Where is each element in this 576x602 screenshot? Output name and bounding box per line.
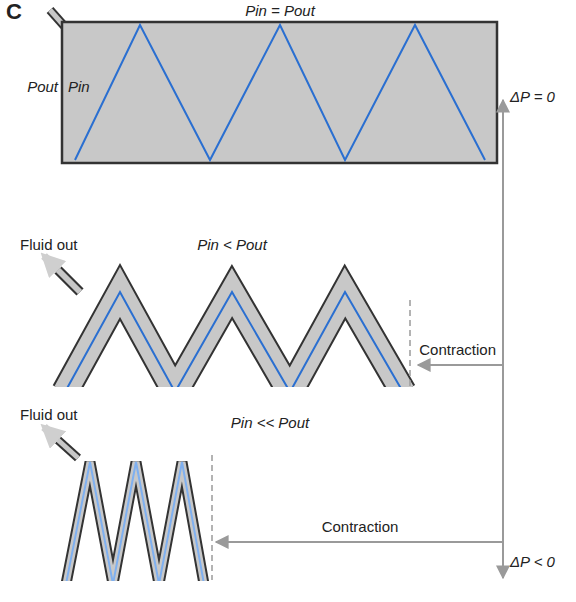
panel-letter: C: [6, 0, 22, 24]
flow-label: Fluid out: [20, 406, 78, 424]
motion-label: Contraction: [322, 518, 399, 536]
pressure-difference: ΔP = 0: [510, 88, 555, 106]
pressure-label: Pin = Pout: [245, 2, 315, 20]
pressure-arrows: [216, 100, 503, 578]
pressure-label: Pin < Pout: [197, 236, 267, 254]
pressure-label: Pin << Pout: [231, 414, 309, 432]
flow-label: Fluid out: [20, 236, 78, 254]
contracting-actuator: [44, 256, 410, 392]
pressure-difference: ΔP < 0: [510, 553, 555, 571]
relaxed-actuator: [50, 10, 497, 163]
contracted-actuator: [44, 427, 212, 584]
motion-label: Contraction: [419, 341, 496, 359]
pressure-label: Pin: [68, 78, 90, 96]
pressure-label: Pout: [27, 78, 58, 96]
